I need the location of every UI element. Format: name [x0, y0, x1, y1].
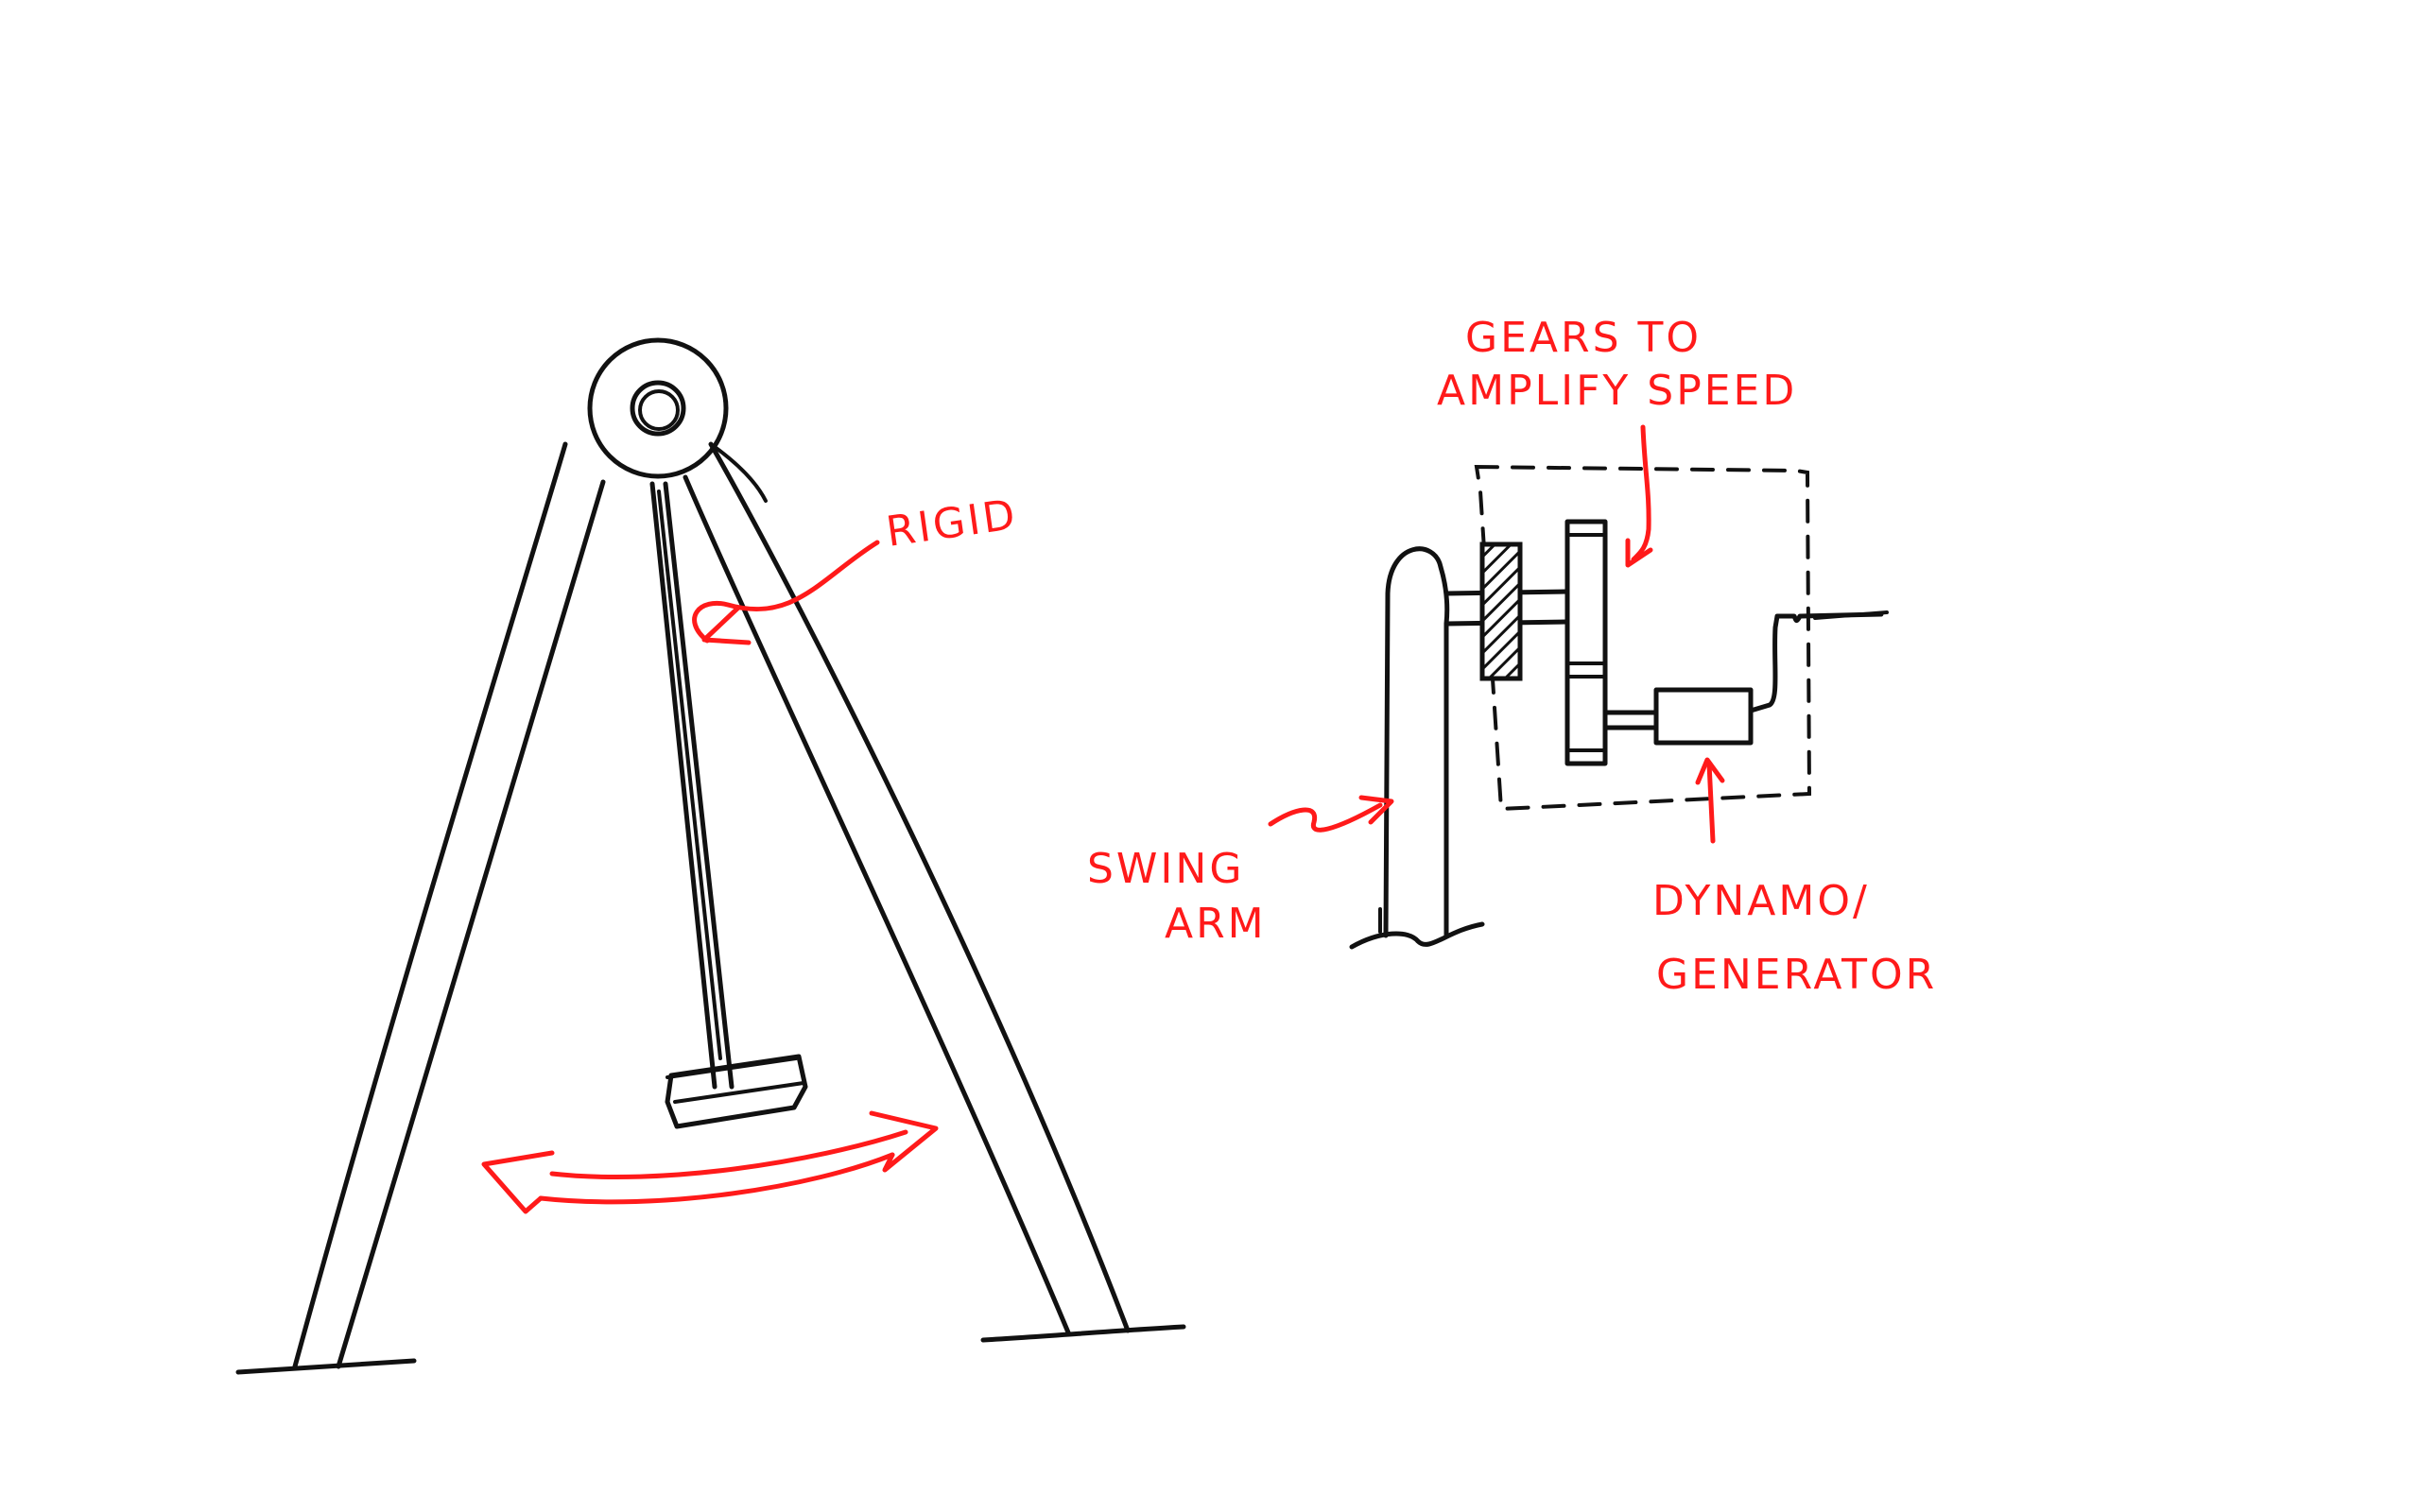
pivot-hub-outer: [590, 340, 726, 476]
dynamo-label-line1: DYNAMO/: [1652, 877, 1870, 925]
left-leg-outer: [295, 444, 565, 1366]
generator-detail: [1352, 467, 1887, 947]
large-gear: [1567, 522, 1605, 764]
gears-label-line1: GEARS TO: [1465, 314, 1702, 362]
rigid-arm-left: [652, 484, 715, 1087]
swing-arm-post: [1386, 549, 1447, 936]
motion-arrow: [484, 1113, 936, 1211]
swing-arm-pointer: [1270, 805, 1380, 830]
gearbox-enclosure: [1477, 467, 1809, 809]
swing-arm-annotation: SWING ARM: [1087, 798, 1392, 948]
rigid-annotation: RIGID: [695, 490, 1021, 643]
rigid-arm-right: [666, 484, 732, 1087]
dynamo-label-line2: GENERATOR: [1656, 951, 1937, 999]
rigid-pointer-head: [704, 609, 749, 643]
pivot-hub-core: [640, 391, 678, 429]
swing-arm-label-line1: SWING: [1087, 845, 1244, 893]
gears-annotation: GEARS TO AMPLIFY SPEED: [1437, 314, 1797, 565]
motion-arrow-left-head: [484, 1153, 552, 1211]
right-ground-line: [983, 1327, 1184, 1340]
gears-pointer: [1634, 427, 1649, 559]
dynamo-pointer: [1709, 764, 1713, 841]
dynamo-box: [1656, 690, 1751, 743]
swing-seat-bottom: [675, 1083, 804, 1102]
swing-arm-label-line2: ARM: [1165, 900, 1267, 948]
swing-frame: [238, 340, 1184, 1372]
swing-arm-base: [1352, 924, 1482, 947]
left-leg-inner: [338, 482, 603, 1366]
right-leg-inner: [685, 477, 1068, 1332]
rigid-arm-mid: [659, 491, 720, 1058]
left-ground-line: [238, 1361, 414, 1372]
right-leg-outer: [711, 444, 1128, 1331]
hatched-gear: [1482, 544, 1520, 679]
gears-label-line2: AMPLIFY SPEED: [1437, 367, 1797, 415]
rigid-label: RIGID: [883, 490, 1020, 557]
output-wire: [1751, 614, 1881, 711]
